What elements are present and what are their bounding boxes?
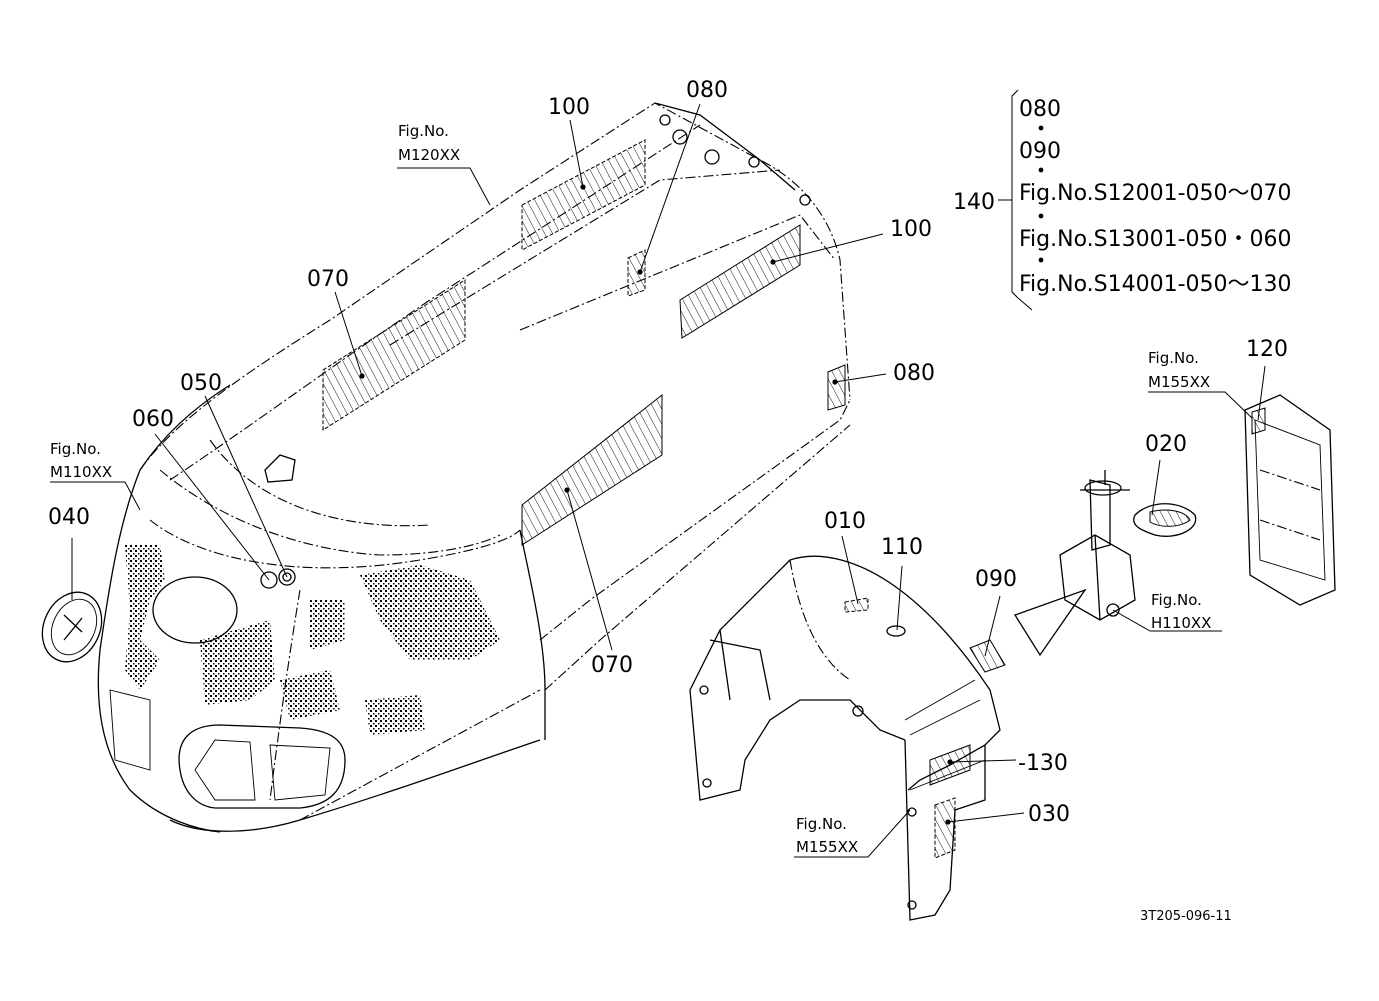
part-label-050[interactable]: 050 — [180, 371, 222, 396]
part-label-070-side[interactable]: 070 — [591, 653, 633, 678]
lever-bracket-drawing — [1014, 470, 1197, 657]
figref-m155-cover-line1: Fig.No. — [1148, 349, 1199, 367]
part-label-090[interactable]: 090 — [975, 567, 1017, 592]
part-label-110[interactable]: 110 — [881, 535, 923, 560]
leader-dots — [359, 184, 953, 825]
figref-m120[interactable]: Fig.No. M120XX — [398, 122, 460, 164]
kit-number: 140 — [953, 190, 995, 215]
kit-item-5: Fig.No.S14001-050～130 — [1019, 272, 1292, 297]
part-label-060[interactable]: 060 — [132, 407, 174, 432]
part-label-040[interactable]: 040 — [48, 505, 90, 530]
kit-item-2: 090 — [1019, 139, 1061, 164]
kit-item-3: Fig.No.S12001-050～070 — [1019, 181, 1292, 206]
figref-m110-line2: M110XX — [50, 463, 112, 481]
kit-item-4: Fig.No.S13001-050・060 — [1019, 227, 1292, 252]
figref-h110[interactable]: Fig.No. H110XX — [1151, 591, 1211, 632]
figref-m155-fender[interactable]: Fig.No. M155XX — [796, 815, 858, 856]
figref-m120-line2: M120XX — [398, 146, 460, 164]
kit-dots — [1038, 125, 1044, 263]
part-label-080-side[interactable]: 080 — [893, 361, 935, 386]
figref-m110[interactable]: Fig.No. M110XX — [50, 440, 112, 481]
leader-lines — [50, 89, 1266, 858]
hood-drawing — [97, 102, 851, 833]
figref-m155-cover-line2: M155XX — [1148, 373, 1210, 391]
figref-h110-line1: Fig.No. — [1151, 591, 1202, 609]
emblem-drawing — [41, 591, 103, 663]
figref-m110-line1: Fig.No. — [50, 440, 101, 458]
fender-drawing — [689, 555, 1006, 921]
side-cover-drawing — [1244, 394, 1336, 606]
drawing-code: 3T205-096-11 — [1140, 909, 1232, 924]
part-label-010[interactable]: 010 — [824, 509, 866, 534]
part-label-120[interactable]: 120 — [1246, 337, 1288, 362]
part-label-100-top[interactable]: 100 — [548, 95, 590, 120]
part-label-130[interactable]: -130 — [1018, 751, 1068, 776]
part-label-030[interactable]: 030 — [1028, 802, 1070, 827]
figref-m120-line1: Fig.No. — [398, 122, 449, 140]
kit-item-1: 080 — [1019, 97, 1061, 122]
part-label-080-top[interactable]: 080 — [686, 78, 728, 103]
part-label-070-top[interactable]: 070 — [307, 267, 349, 292]
kit-140[interactable]: 140 080 090 Fig.No.S12001-050～070 Fig.No… — [953, 97, 1292, 297]
figref-m155-fender-line2: M155XX — [796, 838, 858, 856]
figref-m155-fender-line1: Fig.No. — [796, 815, 847, 833]
figref-h110-line2: H110XX — [1151, 614, 1211, 632]
part-label-020[interactable]: 020 — [1145, 432, 1187, 457]
part-label-100-side[interactable]: 100 — [890, 217, 932, 242]
figref-m155-cover[interactable]: Fig.No. M155XX — [1148, 349, 1210, 391]
